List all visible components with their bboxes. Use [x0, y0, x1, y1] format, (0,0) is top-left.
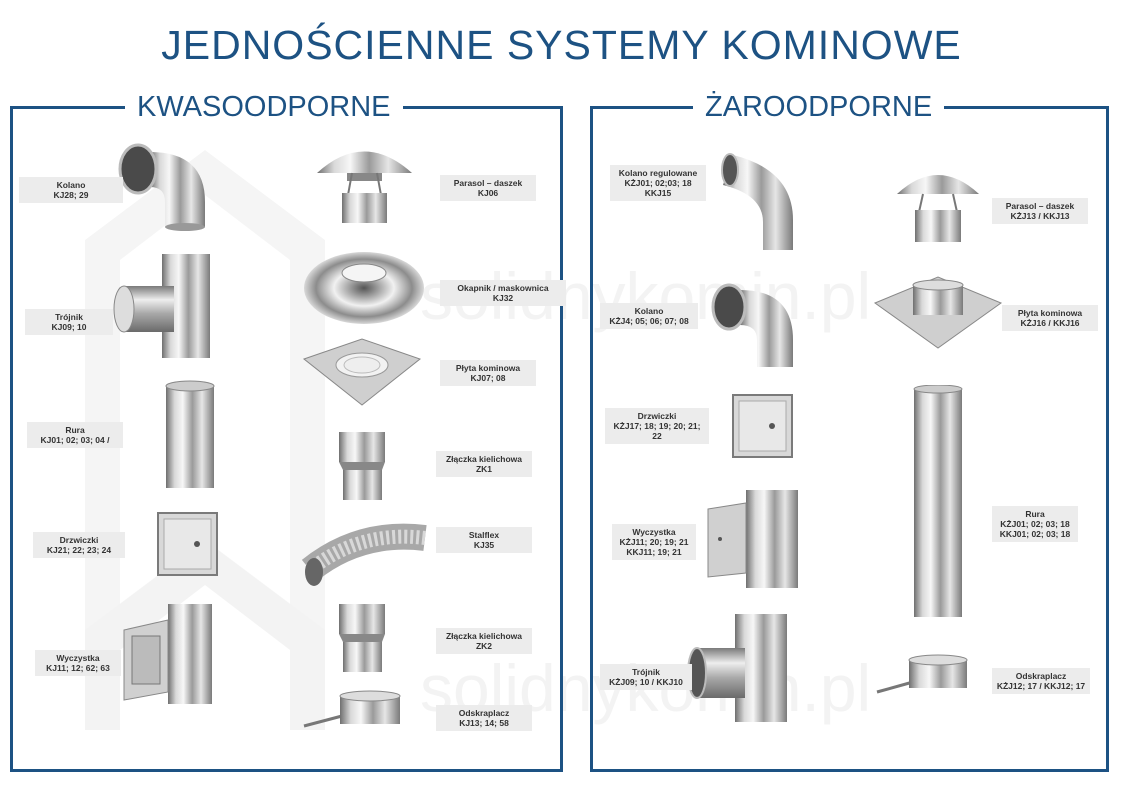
- tee-icon: [687, 614, 787, 722]
- reducer-icon: [339, 432, 385, 500]
- panel-title: KWASOODPORNE: [125, 89, 403, 125]
- pipe-icon: [165, 380, 215, 488]
- tee-icon: [113, 254, 210, 358]
- plate-icon: [302, 338, 422, 406]
- cap-icon: [317, 151, 412, 223]
- cleanout-icon: [123, 604, 212, 704]
- door-icon: [157, 512, 218, 576]
- adjustable-elbow-icon: [721, 153, 793, 250]
- door-icon: [732, 394, 793, 458]
- flashing-cone-icon: [304, 252, 424, 324]
- panel-kwasoodporne: KWASOODPORNE: [10, 89, 563, 772]
- cleanout-icon: [707, 490, 798, 588]
- plate-icon: [873, 276, 1003, 349]
- elbow-icon: [118, 143, 205, 231]
- drain-icon: [303, 690, 401, 728]
- flex-pipe-icon: [301, 523, 427, 586]
- elbow-icon: [711, 283, 793, 367]
- panel-title: ŻAROODPORNE: [693, 89, 945, 125]
- page-title: JEDNOŚCIENNE SYSTEMY KOMINOWE: [161, 22, 962, 68]
- cap-icon: [897, 175, 979, 242]
- drain-icon: [876, 654, 968, 694]
- panel-zaroodporne: ŻAROODPORNE: [590, 89, 1109, 772]
- pipe-icon: [913, 385, 963, 617]
- reducer-icon: [339, 604, 385, 672]
